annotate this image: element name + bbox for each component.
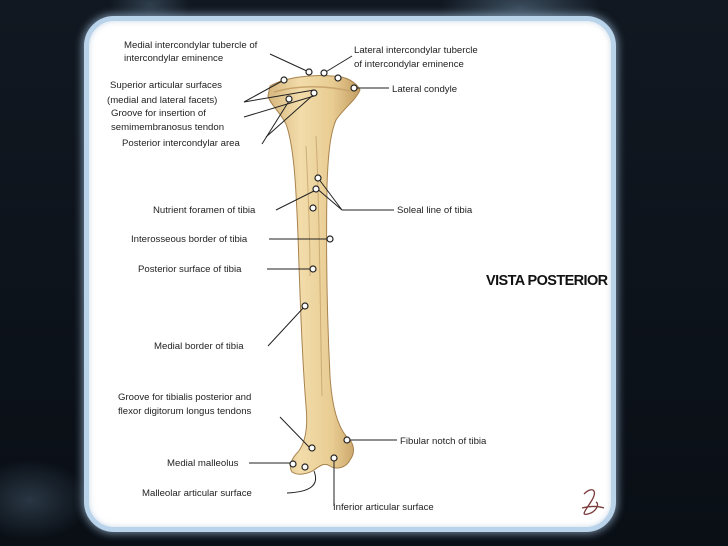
leader-lines — [243, 53, 397, 506]
label-nutrient-foramen: Nutrient foramen of tibia — [153, 205, 256, 216]
label-superior-articular-2: (medial and lateral facets) — [107, 95, 217, 106]
label-interosseous-border: Interosseous border of tibia — [131, 234, 248, 245]
tibia-bone — [267, 75, 361, 475]
label-groove-semimembranosus-1: Groove for insertion of — [111, 108, 206, 119]
bone-top-shading — [273, 86, 355, 93]
bone-shading — [305, 135, 323, 397]
label-fibular-notch: Fibular notch of tibia — [400, 436, 487, 447]
label-superior-articular-1: Superior articular surfaces — [110, 80, 222, 91]
label-lateral-condyle: Lateral condyle — [392, 84, 457, 95]
view-caption: VISTA POSTERIOR — [486, 273, 608, 289]
tibia-diagram: Medial intercondylar tubercle of interco… — [107, 40, 605, 516]
label-groove-tibialis-2: flexor digitorum longus tendons — [118, 406, 252, 417]
label-malleolar-articular: Malleolar articular surface — [142, 488, 252, 499]
label-medial-intercondylar-2: intercondylar eminence — [124, 53, 223, 64]
label-groove-tibialis-1: Groove for tibialis posterior and — [118, 392, 251, 403]
signature-mark — [581, 489, 605, 516]
label-lateral-intercondylar-2: of intercondylar eminence — [354, 59, 464, 70]
label-groove-semimembranosus-2: semimembranosus tendon — [111, 122, 224, 133]
label-inferior-articular: Inferior articular surface — [333, 502, 434, 513]
label-medial-intercondylar-1: Medial intercondylar tubercle of — [124, 40, 258, 51]
label-posterior-surface: Posterior surface of tibia — [138, 264, 242, 275]
label-medial-border: Medial border of tibia — [154, 341, 244, 352]
label-medial-malleolus: Medial malleolus — [167, 458, 239, 469]
label-soleal-line: Soleal line of tibia — [397, 205, 473, 216]
label-posterior-intercondylar: Posterior intercondylar area — [122, 138, 241, 149]
marker-dots — [280, 68, 358, 471]
label-lateral-intercondylar-1: Lateral intercondylar tubercle — [354, 45, 478, 56]
